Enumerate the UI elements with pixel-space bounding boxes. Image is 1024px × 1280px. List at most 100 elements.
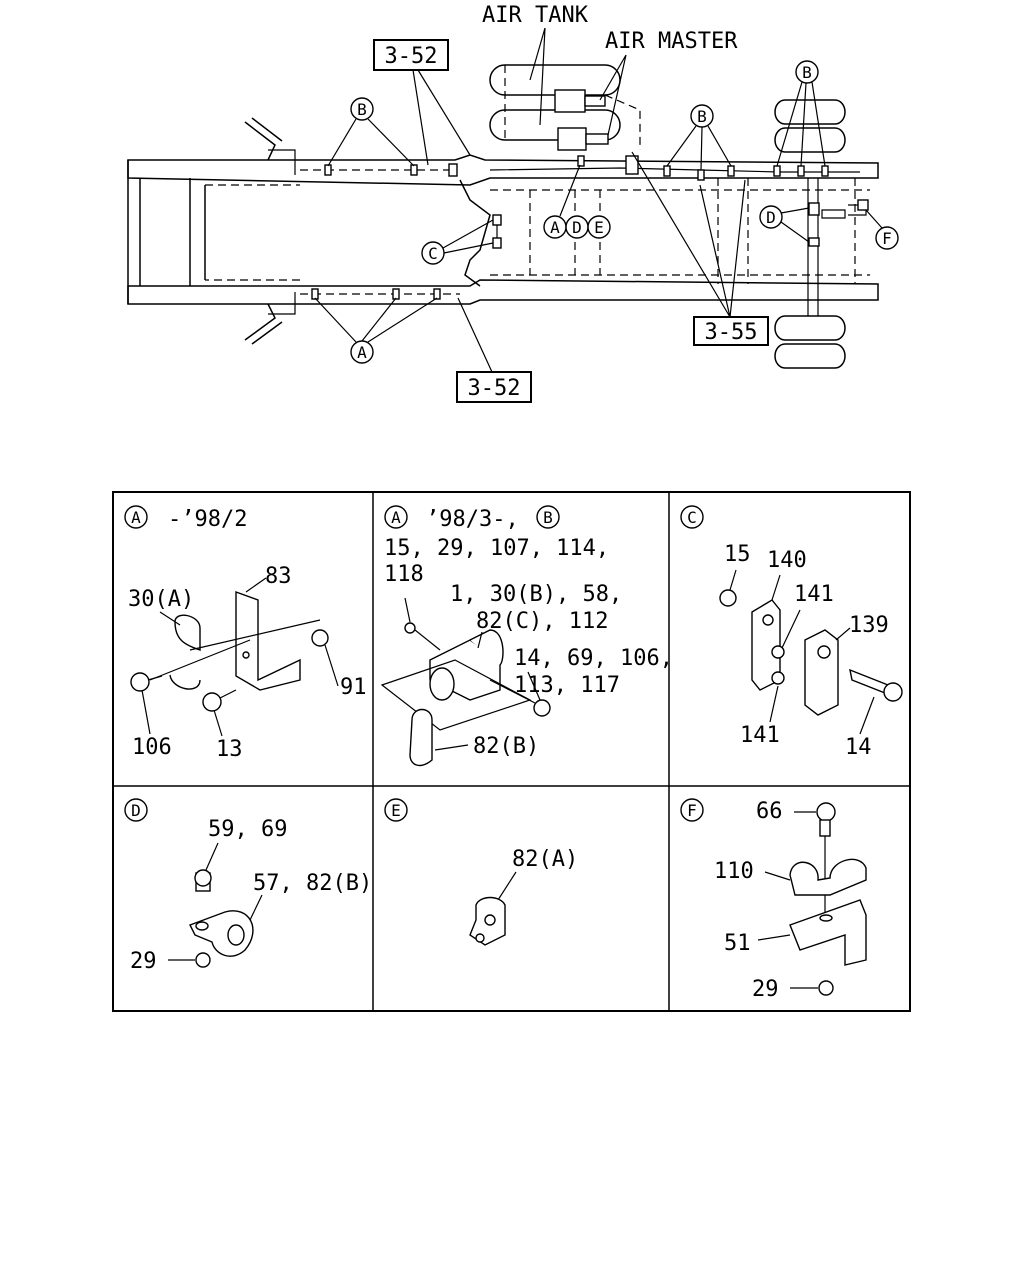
grommet-141-top <box>771 645 785 659</box>
svg-text:C: C <box>428 244 438 263</box>
label-140: 140 <box>767 548 807 573</box>
svg-text:D: D <box>131 801 141 820</box>
label-59-69: 59, 69 <box>208 817 287 842</box>
nut-29-f <box>818 980 834 996</box>
rear-tire-2 <box>774 127 846 153</box>
ref-right-label: 3-55 <box>705 320 758 345</box>
panel-d: D 59, 69 57, 82(B) 29 <box>124 798 372 974</box>
ref-bottom-label: 3-52 <box>468 376 521 401</box>
panel-e: E 82(A) <box>384 798 578 946</box>
clip-110 <box>789 858 867 896</box>
callout-f <box>875 226 899 250</box>
svg-text:B: B <box>357 100 367 119</box>
label-91: 91 <box>340 675 367 700</box>
panel-a2-letter-circle <box>384 505 408 529</box>
panel-f-letter-circle <box>680 798 704 822</box>
panel-b-letter-circle <box>536 505 560 529</box>
panel-c: C 15 140 141 139 141 14 <box>680 505 903 760</box>
air-tank-label: AIR TANK <box>482 3 589 28</box>
air-master-2 <box>557 127 587 151</box>
label-30a: 30(A) <box>128 587 194 612</box>
label-82b: 82(B) <box>473 734 539 759</box>
label-51: 51 <box>724 931 751 956</box>
svg-text:A: A <box>391 508 401 527</box>
label-a2-line1: 15, 29, 107, 114, <box>384 536 609 561</box>
nut-15 <box>719 589 737 607</box>
panel-f: F 66 110 51 29 <box>680 798 867 1002</box>
clamp-139 <box>804 629 839 716</box>
bolt-13 <box>202 692 222 712</box>
rear-tire-3 <box>774 315 846 341</box>
clip-82b <box>409 708 433 767</box>
panel-d-letter-circle <box>124 798 148 822</box>
label-29-d: 29 <box>130 949 157 974</box>
panel-a2-header: ’98/3-, <box>426 507 519 532</box>
label-110: 110 <box>714 859 754 884</box>
lower-frame-rail <box>127 279 879 305</box>
nut-29-d <box>195 952 211 968</box>
ref-box-top <box>373 39 449 71</box>
svg-text:E: E <box>594 218 604 237</box>
panel-c-letter-circle <box>680 505 704 529</box>
chassis-overview: AIR TANK AIR MASTER 3-52 3-52 3-55 B B B… <box>127 3 899 403</box>
callout-b-3 <box>795 60 819 84</box>
svg-text:D: D <box>572 218 582 237</box>
clip-30a <box>174 614 201 651</box>
label-29-f: 29 <box>752 977 779 1002</box>
bolt-66 <box>816 802 836 822</box>
svg-text:A: A <box>131 508 141 527</box>
svg-text:C: C <box>687 508 697 527</box>
front-frame-lines <box>139 178 206 286</box>
rear-tire-1 <box>774 99 846 125</box>
label-a2-line5: 14, 69, 106, <box>514 646 673 671</box>
ref-box-bottom <box>456 371 532 403</box>
label-83: 83 <box>265 564 292 589</box>
label-141-top: 141 <box>794 582 834 607</box>
label-139: 139 <box>849 613 889 638</box>
nut-91 <box>311 629 329 647</box>
svg-text:E: E <box>391 801 401 820</box>
label-141-bottom: 141 <box>740 723 780 748</box>
label-a2-line6: 113, 117 <box>514 673 620 698</box>
front-hose-lower <box>244 303 283 345</box>
ref-box-right <box>693 316 769 346</box>
svg-text:A: A <box>550 218 560 237</box>
svg-text:B: B <box>543 508 553 527</box>
front-hose-upper <box>244 117 283 161</box>
label-106: 106 <box>132 735 172 760</box>
callout-d-right <box>759 205 783 229</box>
rear-tire-4 <box>774 343 846 369</box>
rear-axle <box>807 178 819 316</box>
label-82a: 82(A) <box>512 847 578 872</box>
label-a2-line2: 118 <box>384 562 424 587</box>
ref-top-label: 3-52 <box>385 44 438 69</box>
svg-text:F: F <box>687 801 697 820</box>
bracket-51 <box>789 899 867 966</box>
label-15: 15 <box>724 542 751 567</box>
svg-text:D: D <box>766 208 776 227</box>
bolt-14 <box>533 699 551 717</box>
bracket-83 <box>235 591 301 691</box>
label-13: 13 <box>216 737 243 762</box>
panel-a1-letter-circle <box>124 505 148 529</box>
svg-text:B: B <box>802 63 812 82</box>
panel-a-pre98: A -’98/2 83 30(A) 91 106 13 <box>124 505 367 762</box>
panel-a-post98-b: A ’98/3-, B 15, 29, 107, 114, 118 1, 30(… <box>380 505 673 767</box>
nut-small <box>404 622 416 634</box>
panel-a1-header: -’98/2 <box>168 507 247 532</box>
label-14-c: 14 <box>845 735 872 760</box>
grommet-141-bottom <box>771 671 785 685</box>
svg-text:F: F <box>882 229 892 248</box>
label-66: 66 <box>756 799 783 824</box>
callout-e-mid <box>587 215 611 239</box>
callout-b-1 <box>350 97 374 121</box>
panel-e-letter-circle <box>384 798 408 822</box>
svg-text:A: A <box>357 343 367 362</box>
air-master-label: AIR MASTER <box>605 29 738 54</box>
air-master-1 <box>554 89 586 113</box>
svg-text:B: B <box>697 107 707 126</box>
label-a2-line3: 1, 30(B), 58, <box>450 582 622 607</box>
upper-frame-rail <box>127 154 879 186</box>
